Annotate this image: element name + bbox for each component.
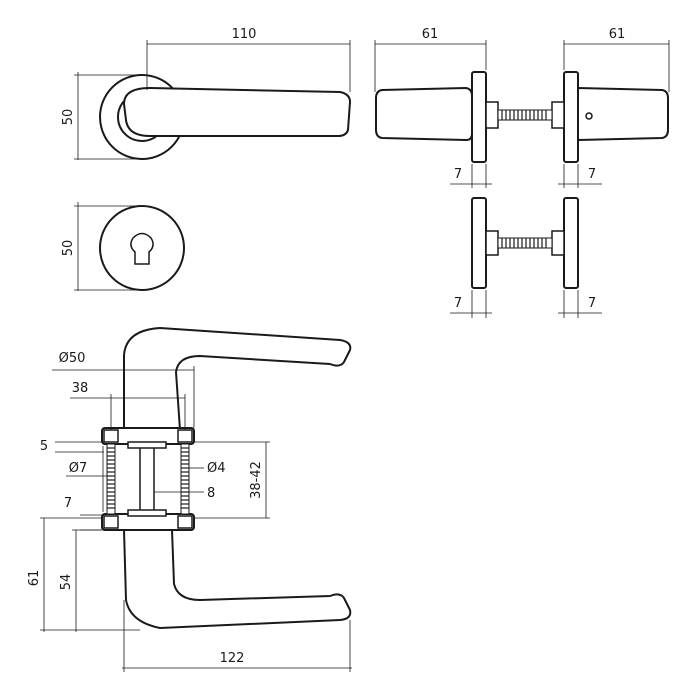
right-screw — [180, 443, 190, 515]
left-rose-side-2 — [471, 197, 487, 289]
dim-110-label: 110 — [232, 27, 257, 42]
dim-7-top-left-label: 7 — [454, 167, 462, 182]
dim-7-bottom-right-label: 7 — [588, 296, 596, 311]
spindle — [139, 443, 155, 515]
dim-plate-thickness: 5 — [40, 439, 104, 454]
dim-61-right-label: 61 — [609, 27, 626, 42]
right-rose-side-2 — [563, 197, 579, 289]
spindle-collar-bottom — [127, 509, 167, 517]
escutcheon-view: 50 — [61, 202, 185, 291]
dim-lever-height-label: 54 — [59, 574, 74, 591]
dim-7-top-right: 7 — [558, 164, 602, 188]
assembly-view: Ø50 38 5 Ø7 Ø4 8 — [27, 327, 352, 672]
lower-boss-right — [177, 515, 193, 529]
spindle-collar-top — [127, 441, 167, 449]
dim-screw-diameter-label: Ø4 — [207, 461, 226, 476]
dim-rose-diameter: Ø50 — [52, 351, 195, 428]
lower-boss-left — [103, 515, 119, 529]
dim-screw-spacing: 38 — [70, 381, 186, 430]
upper-boss-right — [177, 429, 193, 443]
lever-handle — [123, 87, 351, 137]
dim-spindle-size: 8 — [154, 486, 215, 501]
dim-door-thickness: 38-42 — [194, 441, 270, 519]
dim-7-top-right-label: 7 — [588, 167, 596, 182]
lever-front-view: 110 50 — [61, 27, 351, 160]
dim-pin-diameter: Ø7 — [66, 446, 108, 512]
dim-61-left-label: 61 — [422, 27, 439, 42]
spindle-block-right — [551, 101, 565, 129]
dim-rose-offset: 7 — [64, 496, 102, 531]
dim-spindle-size-label: 8 — [207, 486, 215, 501]
left-rose-side — [471, 71, 487, 163]
lower-lever — [123, 529, 352, 629]
dim-pin-diameter-label: Ø7 — [69, 461, 88, 476]
upper-boss-left — [103, 429, 119, 443]
dim-7-bottom-right: 7 — [558, 290, 602, 318]
dim-rose-diameter-label: Ø50 — [59, 351, 86, 366]
left-lever-side — [375, 87, 473, 141]
spindle-block-left-2 — [485, 230, 499, 256]
dim-61-right: 61 — [563, 27, 670, 92]
dim-total-height: 61 — [27, 517, 140, 632]
dim-50-top-label: 50 — [61, 109, 76, 126]
dim-screw-diameter: Ø4 — [189, 461, 226, 476]
dim-50-top: 50 — [61, 72, 140, 160]
spindle-block-right-2 — [551, 230, 565, 256]
side-view-roses: 7 7 — [450, 197, 602, 318]
dim-7-top-left: 7 — [450, 164, 492, 188]
spindle-block-left — [485, 101, 499, 129]
dim-total-height-label: 61 — [27, 570, 42, 587]
threaded-screw-top — [497, 109, 553, 121]
dim-plate-thickness-label: 5 — [40, 439, 48, 454]
dim-7-bottom-left: 7 — [450, 290, 492, 318]
dim-door-thickness-label: 38-42 — [249, 461, 264, 499]
upper-lever — [123, 327, 352, 431]
dim-61-left: 61 — [374, 27, 487, 92]
dim-lever-length: 122 — [122, 600, 352, 672]
left-screw — [106, 443, 116, 515]
dim-7-bottom-left-label: 7 — [454, 296, 462, 311]
keyhole-icon — [130, 232, 154, 265]
dim-110: 110 — [146, 27, 351, 92]
dim-50-escutcheon-label: 50 — [61, 240, 76, 257]
right-rose-side — [563, 71, 579, 163]
dim-rose-offset-label: 7 — [64, 496, 72, 511]
dim-lever-length-label: 122 — [220, 651, 245, 666]
grub-screw-icon — [585, 112, 593, 120]
threaded-screw-bottom — [497, 237, 553, 249]
side-view-levers: 61 61 7 7 — [374, 27, 670, 188]
dim-lever-height: 54 — [59, 529, 102, 632]
dim-50-escutcheon: 50 — [61, 202, 140, 291]
dim-screw-spacing-label: 38 — [72, 381, 89, 396]
